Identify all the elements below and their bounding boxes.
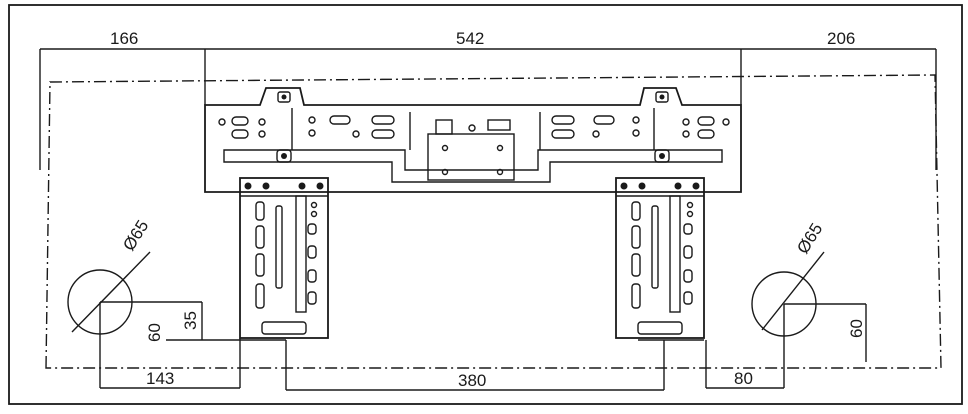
dim-left-hole-height: 60 (145, 323, 164, 342)
bolt-dot (262, 182, 270, 190)
bracket-hole (258, 118, 266, 126)
arm-hole (686, 201, 694, 209)
bolt-dot (316, 182, 324, 190)
dim-left-hole-small-height: 35 (181, 311, 200, 330)
arm-bottom-slot (637, 321, 683, 335)
arm-bottom-slot (261, 321, 307, 335)
right-support-arm (615, 177, 705, 339)
bracket-slot (371, 129, 395, 139)
arm-slot (275, 205, 283, 289)
dim-left-offset: 166 (110, 29, 138, 48)
arm-slot (255, 201, 265, 221)
bracket-slot (593, 115, 615, 125)
bolt-dot (298, 182, 306, 190)
dim-bracket-span: 542 (456, 29, 484, 48)
dim-left-hole-diameter: Ø65 (119, 217, 152, 254)
bracket-inner-groove (223, 149, 723, 183)
bracket-slot (329, 115, 351, 125)
bracket-center-tab (427, 133, 515, 181)
arm-slot (255, 253, 265, 277)
arm-slot (631, 225, 641, 249)
bracket-hole (352, 130, 360, 138)
dim-right-hole-horizontal: 80 (734, 369, 753, 388)
arm-hole (686, 210, 694, 218)
hook-top (277, 91, 291, 103)
bolt-dot (244, 182, 252, 190)
bracket-slot (697, 129, 715, 139)
bracket-hole (496, 144, 504, 152)
bracket-hole (632, 129, 640, 137)
bracket-slot (371, 115, 395, 125)
left-support-arm (239, 177, 329, 339)
bracket-hole (632, 116, 640, 124)
dim-left-hole-horizontal: 143 (146, 369, 174, 388)
bracket-cutout (435, 119, 453, 135)
bracket-hole (722, 118, 730, 126)
hook-dot (281, 94, 287, 100)
left-hole-leader (71, 251, 151, 333)
arm-slot (683, 223, 693, 235)
bracket-cutout (487, 119, 511, 131)
arm-slot (307, 245, 317, 259)
bracket-hole (468, 124, 476, 132)
mounting-bracket (204, 87, 742, 193)
arm-slot (683, 245, 693, 259)
bracket-hole (496, 168, 504, 176)
dim-right-offset: 206 (827, 29, 855, 48)
bracket-slot (551, 129, 575, 139)
hook-top (655, 91, 669, 103)
right-hole-leader (761, 251, 825, 331)
arm-slot (255, 225, 265, 249)
arm-slot (651, 205, 659, 289)
bolt-dot (638, 182, 646, 190)
arm-slot (307, 269, 317, 283)
dim-right-hole-diameter: Ø65 (793, 220, 826, 257)
hook-dot (659, 153, 665, 159)
bolt-dot (620, 182, 628, 190)
arm-slot (255, 283, 265, 309)
arm-slot (683, 269, 693, 283)
bracket-hole (441, 144, 449, 152)
dim-right-hole-height: 60 (847, 319, 866, 338)
arm-slot (683, 291, 693, 305)
hook-dot (281, 153, 287, 159)
hook-tab (276, 149, 292, 163)
bracket-hole (682, 130, 690, 138)
bracket-hole (441, 168, 449, 176)
hook-tab (654, 149, 670, 163)
arm-slot (295, 195, 307, 313)
arm-hole (310, 201, 318, 209)
bracket-slot (231, 129, 249, 139)
arm-slot (631, 201, 641, 221)
arm-slot (669, 195, 681, 313)
bracket-slot (551, 115, 575, 125)
bracket-hole (682, 118, 690, 126)
arm-slot (631, 283, 641, 309)
arm-slot (631, 253, 641, 277)
bracket-hole (218, 118, 226, 126)
arm-slot (307, 291, 317, 305)
arm-hole (310, 210, 318, 218)
outer-border (8, 4, 963, 405)
arm-slot (307, 223, 317, 235)
indoor-unit-outline (45, 74, 942, 369)
bracket-hole (308, 129, 316, 137)
bracket-hole (308, 116, 316, 124)
hook-dot (659, 94, 665, 100)
bracket-slot (231, 116, 249, 126)
dim-between-arms: 380 (458, 371, 486, 390)
bracket-hole (258, 130, 266, 138)
bolt-dot (674, 182, 682, 190)
bracket-slot (697, 116, 715, 126)
bolt-dot (692, 182, 700, 190)
bracket-hole (592, 130, 600, 138)
